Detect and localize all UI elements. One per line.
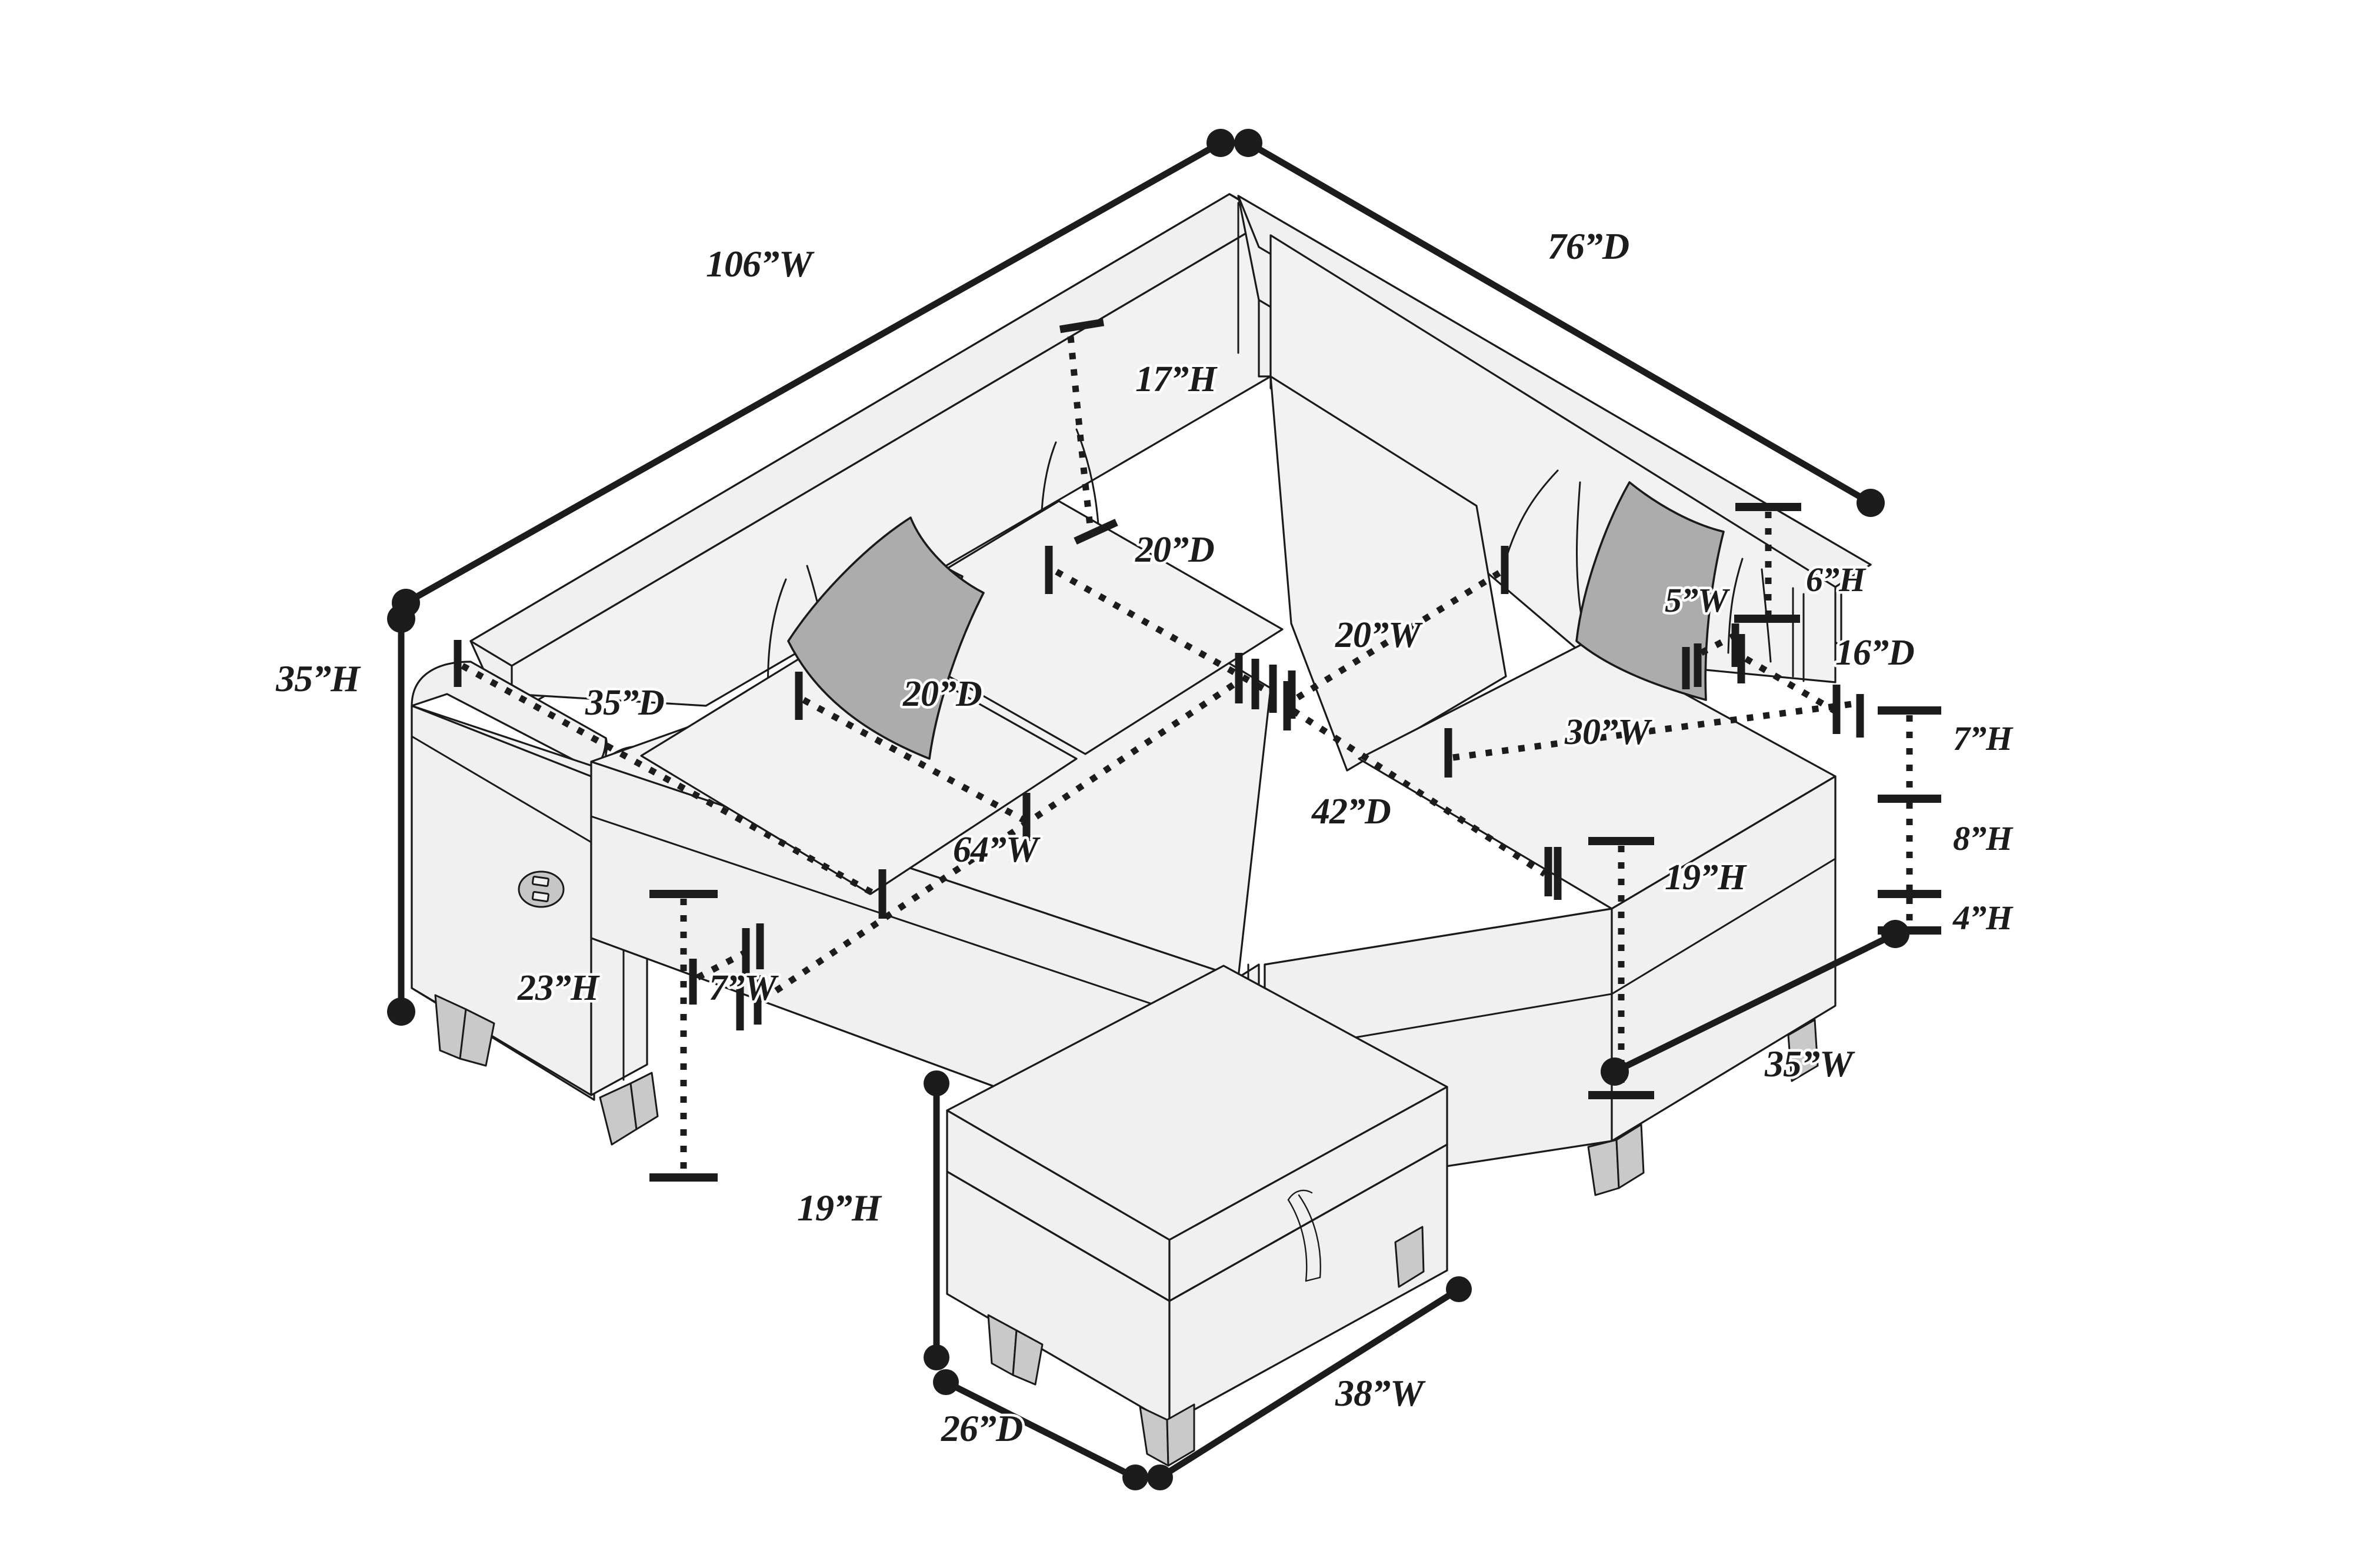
dimension-annotations bbox=[387, 129, 1941, 1490]
ottoman-leg-right bbox=[1394, 1226, 1425, 1288]
dimdot-ottoman-38w-start bbox=[1147, 1464, 1173, 1490]
dimdot-ottoman-19h-top bbox=[924, 1070, 949, 1096]
chaise-leg-right bbox=[1787, 1019, 1819, 1082]
dimline-76d bbox=[1245, 139, 1874, 506]
dimension-labels: 106”W 76”D 35”H 17”H 20”D 20”W 20”D 35”D… bbox=[273, 223, 2017, 1452]
tick-17h-bottom bbox=[1074, 519, 1118, 545]
tick-17h-top bbox=[1059, 318, 1105, 333]
ottoman-lid-seam bbox=[946, 1143, 1448, 1302]
sectional-sofa-illustration bbox=[411, 193, 1872, 1223]
right-back-seam-3 bbox=[1727, 558, 1744, 654]
label-chaise-depth: 42”D bbox=[1311, 792, 1391, 832]
accent-pillow-left-main bbox=[787, 516, 985, 760]
label-right-back-width: 5”W bbox=[1665, 581, 1730, 619]
label-right-back-height: 6”H bbox=[1806, 561, 1867, 599]
ottoman-illustration bbox=[946, 965, 1448, 1467]
label-ottoman-depth: 26”D bbox=[941, 1407, 1022, 1449]
dimdot-ottoman-26d-end bbox=[1122, 1464, 1148, 1490]
right-back-seam-2 bbox=[1576, 481, 1584, 623]
label-overall-width: 106”W bbox=[706, 243, 815, 285]
right-back-seam-1 bbox=[1505, 469, 1559, 560]
label-arm-width: 7”W bbox=[709, 968, 779, 1008]
dimline-35w bbox=[1611, 930, 1899, 1075]
label-ottoman-height: 19”H bbox=[797, 1187, 882, 1229]
label-arm-height: 23”H bbox=[517, 968, 600, 1008]
dimline-30w bbox=[1452, 700, 1857, 761]
dimline-20w bbox=[1296, 569, 1503, 700]
dimdot-35h-bottom bbox=[387, 997, 415, 1026]
label-chaise-cushion-height: 7”H bbox=[1953, 719, 2014, 758]
dimline-35d bbox=[461, 663, 881, 899]
label-seat-depth-lower: 20”D bbox=[902, 674, 982, 714]
left-seat-cushion-1 bbox=[640, 628, 1078, 895]
label-chaise-width: 35”W bbox=[1764, 1043, 1855, 1085]
dimdot-ottoman-19h-bottom bbox=[924, 1345, 949, 1370]
left-arm-seam bbox=[411, 735, 592, 843]
label-overall-height: 35”H bbox=[275, 658, 361, 699]
left-seat-front-edge bbox=[590, 815, 1239, 1034]
dimdot-35w-start bbox=[1601, 1057, 1629, 1086]
dimdot-ottoman-26d-start bbox=[933, 1369, 959, 1395]
label-ottoman-width: 38”W bbox=[1335, 1372, 1426, 1414]
sofa-leg-left-front-2 bbox=[459, 1008, 495, 1067]
dimline-ottoman-38w bbox=[1156, 1286, 1462, 1481]
dimdot-ottoman-38w-end bbox=[1446, 1276, 1472, 1302]
chaise-leg-front bbox=[1587, 1139, 1620, 1196]
dimline-16d bbox=[1744, 656, 1836, 713]
label-chaise-seat-width: 30”W bbox=[1564, 712, 1652, 752]
label-sofa-seat-width: 64”W bbox=[953, 830, 1041, 870]
label-seat-depth-upper: 20”D bbox=[1135, 530, 1214, 570]
power-outlet-icon bbox=[518, 870, 565, 908]
dimline-5w bbox=[1699, 633, 1735, 656]
sofa-leg-arm-front-2 bbox=[629, 1072, 659, 1130]
label-overall-depth: 76”D bbox=[1548, 225, 1629, 267]
dimline-64w bbox=[760, 678, 1241, 1003]
chaise-leg-front-2 bbox=[1615, 1123, 1645, 1189]
label-chaise-seat-height: 19”H bbox=[1665, 858, 1747, 898]
dimline-42d bbox=[1291, 708, 1547, 877]
left-seat-cushion-2 bbox=[855, 500, 1284, 755]
label-chaise-leg-height: 4”H bbox=[1952, 899, 2014, 937]
dimdot-76d-start bbox=[1234, 129, 1262, 157]
label-seat-width-center: 20”W bbox=[1335, 615, 1423, 655]
ottoman-leg-front-center-2 bbox=[1166, 1403, 1195, 1467]
dimdot-106w-end bbox=[1207, 129, 1235, 157]
dimline-ottoman-26d bbox=[942, 1379, 1139, 1481]
label-sofa-depth: 35”D bbox=[585, 683, 664, 723]
ottoman-leg-front-left-2 bbox=[1012, 1329, 1044, 1386]
label-chaise-seat-depth: 16”D bbox=[1835, 633, 1914, 673]
dimdot-35h-top bbox=[387, 605, 415, 633]
label-chaise-base-height: 8”H bbox=[1953, 819, 2014, 858]
dimline-17h bbox=[1067, 336, 1094, 531]
dimline-106w bbox=[402, 139, 1224, 606]
dimdot-76d-end bbox=[1857, 489, 1885, 517]
ottoman-handle bbox=[1287, 1189, 1321, 1282]
corner-seat-cushion bbox=[1269, 375, 1507, 772]
label-back-cushion-height: 17”H bbox=[1135, 359, 1218, 399]
accent-pillow-right-main bbox=[1575, 481, 1725, 701]
